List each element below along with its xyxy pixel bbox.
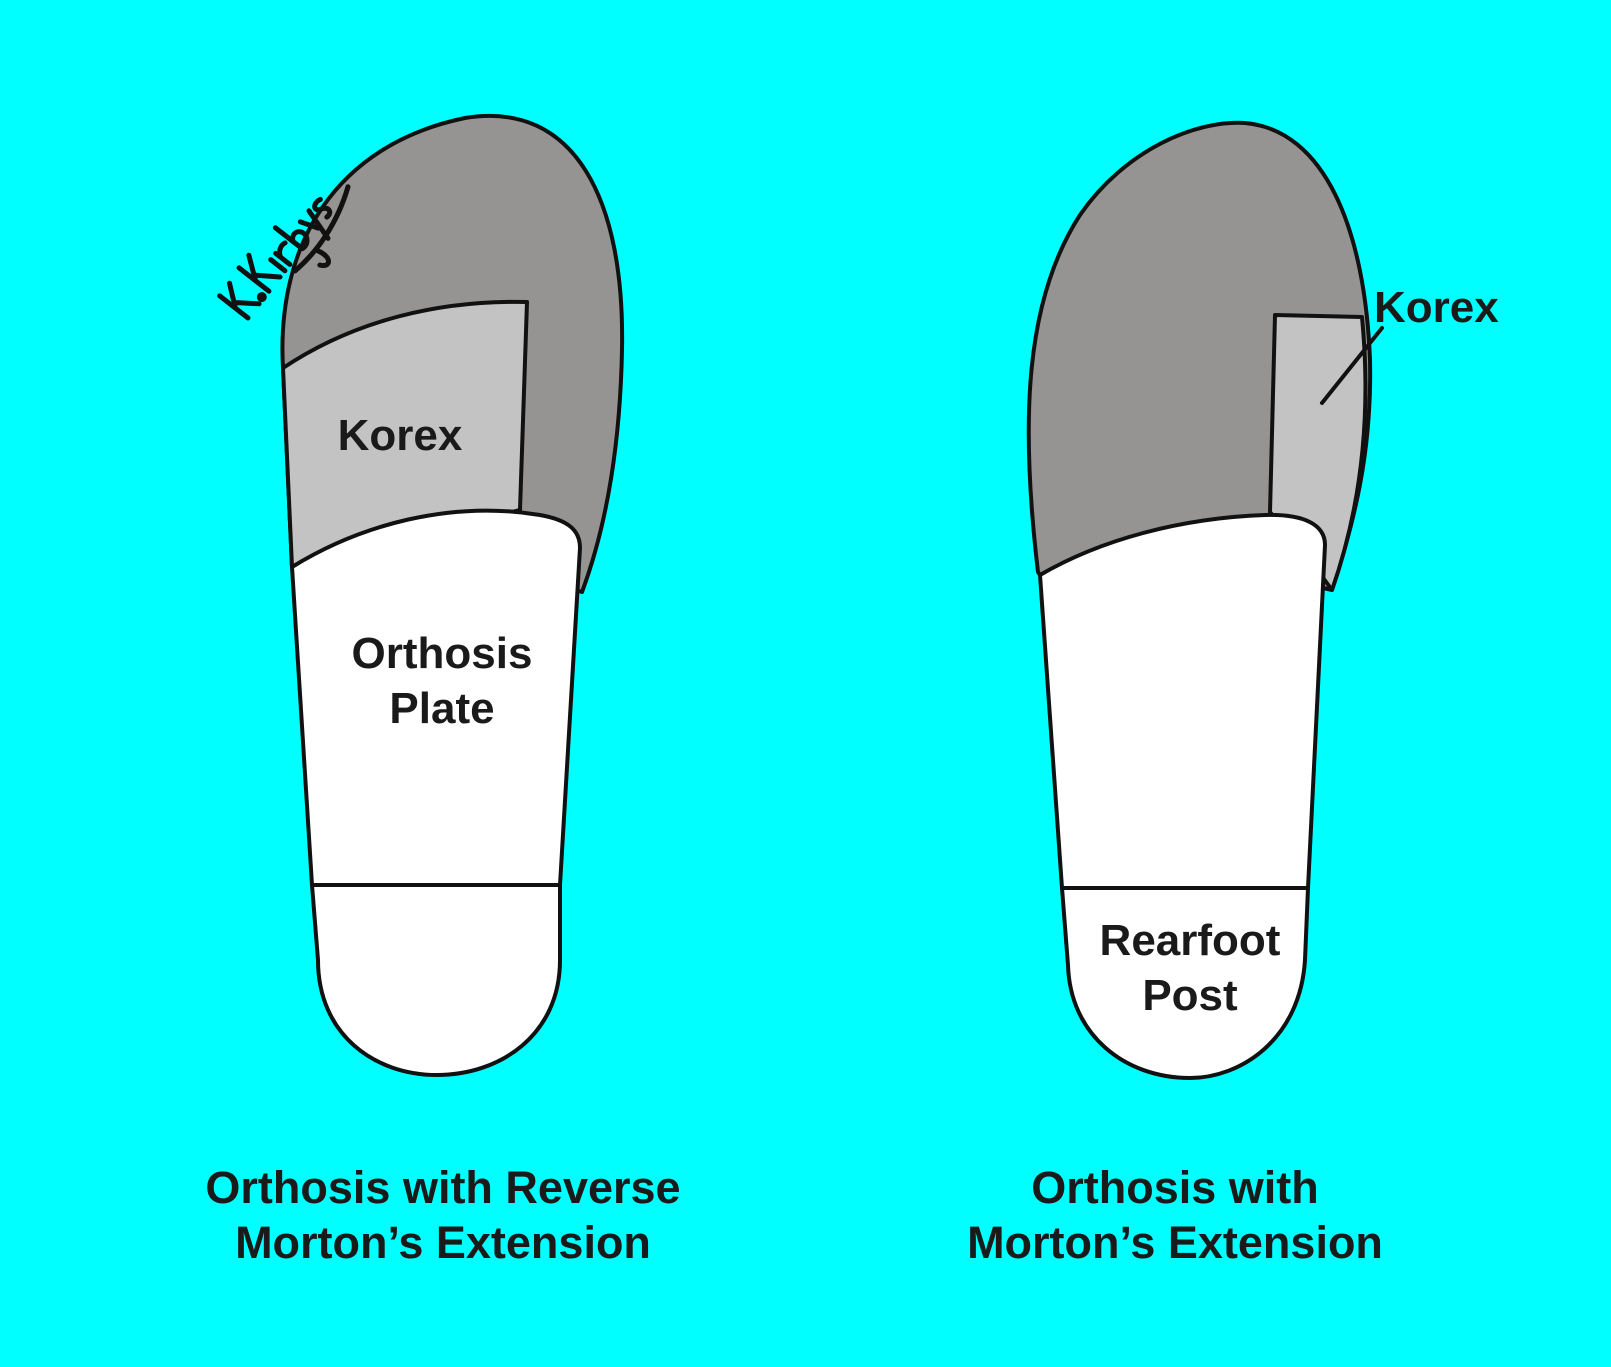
left-heel-cup	[310, 883, 562, 1077]
left-caption-line1: Orthosis with Reverse	[205, 1162, 680, 1213]
left-caption-line2: Morton’s Extension	[235, 1217, 651, 1268]
left-orthosis: Korex Orthosis Plate	[280, 114, 625, 1077]
right-caption-line2: Morton’s Extension	[967, 1217, 1383, 1268]
right-caption-line1: Orthosis with	[1031, 1162, 1319, 1213]
right-post-label-line2: Post	[1142, 971, 1238, 1020]
right-orthosis-plate	[1038, 512, 1327, 890]
left-orthosis-plate	[290, 508, 582, 887]
right-orthosis: Korex Rearfoot Post	[1026, 120, 1499, 1080]
left-korex-label: Korex	[338, 411, 463, 460]
signature	[217, 184, 351, 321]
right-korex-label: Korex	[1374, 283, 1499, 332]
left-korex-extension	[281, 299, 529, 569]
left-plate-label-line1: Orthosis	[352, 629, 533, 678]
right-heel-post	[1060, 886, 1310, 1080]
left-plate-label-line2: Plate	[389, 684, 494, 733]
right-korex-leader-line	[1320, 326, 1384, 405]
right-post-label-line1: Rearfoot	[1100, 916, 1281, 965]
